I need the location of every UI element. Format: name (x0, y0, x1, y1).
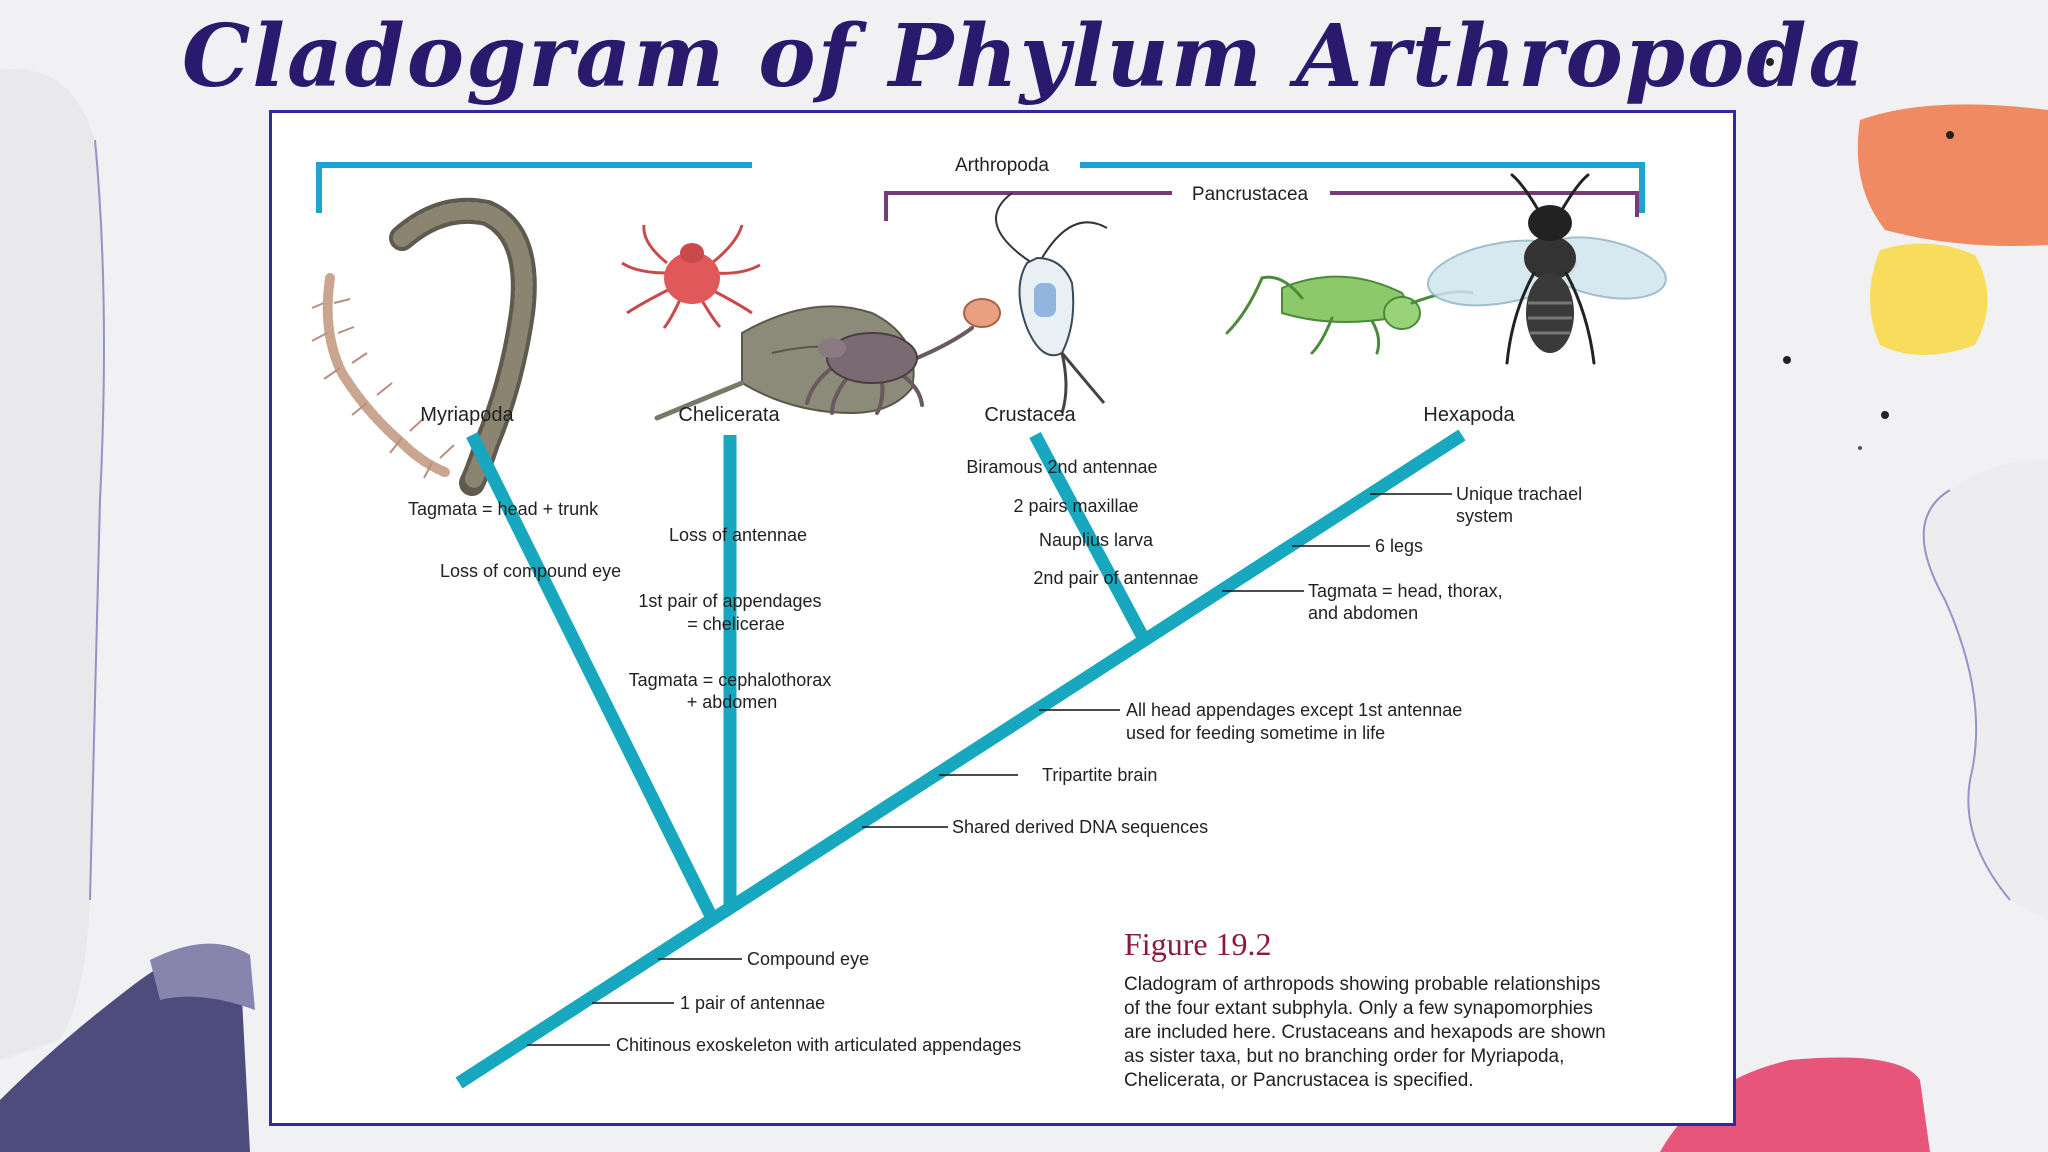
myriapoda-branch (466, 432, 718, 921)
char-biramous-antennae: Biramous 2nd antennae (966, 457, 1157, 477)
char-two-pairs-maxillae: 2 pairs maxillae (1013, 496, 1138, 516)
char-tagmata-hta-line1: Tagmata = head, thorax, (1308, 581, 1503, 601)
bee-icon (1426, 173, 1667, 365)
char-loss-compound-eye: Loss of compound eye (440, 561, 621, 581)
figure-label: Figure 19.2 (1124, 926, 1272, 962)
char-tagmata-hta-line2: and abdomen (1308, 603, 1418, 623)
millipede-icon (389, 197, 537, 496)
pancrustacea-label: Pancrustacea (1192, 184, 1309, 205)
crab-icon (805, 298, 1001, 415)
char-shared-dna: Shared derived DNA sequences (952, 817, 1208, 837)
char-six-legs: 6 legs (1375, 536, 1423, 556)
taxon-chelicerata: Chelicerata (678, 404, 780, 426)
grasshopper-icon (1225, 275, 1474, 355)
char-chelicerae-line2: = chelicerae (687, 614, 785, 634)
char-one-pair-antennae: 1 pair of antennae (680, 993, 825, 1013)
main-trunk-branch (455, 429, 1466, 1089)
caption-line: Cladogram of arthropods showing probable… (1124, 974, 1600, 995)
taxon-hexapoda: Hexapoda (1423, 404, 1515, 426)
taxon-myriapoda: Myriapoda (420, 404, 514, 426)
arthropoda-label: Arthropoda (955, 155, 1049, 176)
character-ticks (527, 493, 1452, 1046)
crustacea-branch (1029, 431, 1151, 645)
pancrustacea-bracket (884, 191, 1639, 221)
mite-icon (621, 224, 761, 329)
char-trachael-line2: system (1456, 506, 1513, 526)
char-head-appendages-line2: used for feeding sometime in life (1126, 723, 1385, 743)
slide-title: Cladogram of Phylum Arthropoda (181, 6, 1867, 107)
char-tagmata-head-trunk: Tagmata = head + trunk (408, 499, 599, 519)
centipede-icon (311, 273, 455, 479)
tree-branches (455, 429, 1466, 1089)
char-second-pair-antennae: 2nd pair of antennae (1033, 568, 1198, 588)
char-tripartite-brain: Tripartite brain (1042, 765, 1157, 785)
taxon-crustacea: Crustacea (984, 404, 1076, 426)
char-trachael-line1: Unique trachael (1456, 484, 1582, 504)
char-compound-eye: Compound eye (747, 949, 869, 969)
caption-line: as sister taxa, but no branching order f… (1124, 1046, 1564, 1067)
copepod-icon (995, 192, 1108, 414)
char-nauplius-larva: Nauplius larva (1039, 530, 1154, 550)
char-loss-antennae: Loss of antennae (669, 525, 807, 545)
char-head-appendages-line1: All head appendages except 1st antennae (1126, 700, 1462, 720)
char-cephalothorax-line1: Tagmata = cephalothorax (629, 670, 832, 690)
arthropoda-bracket (316, 162, 1645, 213)
char-chitinous-exoskeleton: Chitinous exoskeleton with articulated a… (616, 1035, 1021, 1055)
char-chelicerae-line1: 1st pair of appendages (638, 591, 821, 611)
cladogram-panel: Arthropoda Pancrustacea (269, 110, 1736, 1126)
caption-line: are included here. Crustaceans and hexap… (1124, 1022, 1606, 1043)
caption-line: Chelicerata, or Pancrustacea is specifie… (1124, 1070, 1474, 1091)
cladogram: Arthropoda Pancrustacea (311, 155, 1667, 1091)
figure-caption: Cladogram of arthropods showing probable… (1124, 974, 1606, 1091)
caption-line: of the four extant subphyla. Only a few … (1124, 998, 1593, 1019)
char-cephalothorax-line2: + abdomen (687, 692, 778, 712)
